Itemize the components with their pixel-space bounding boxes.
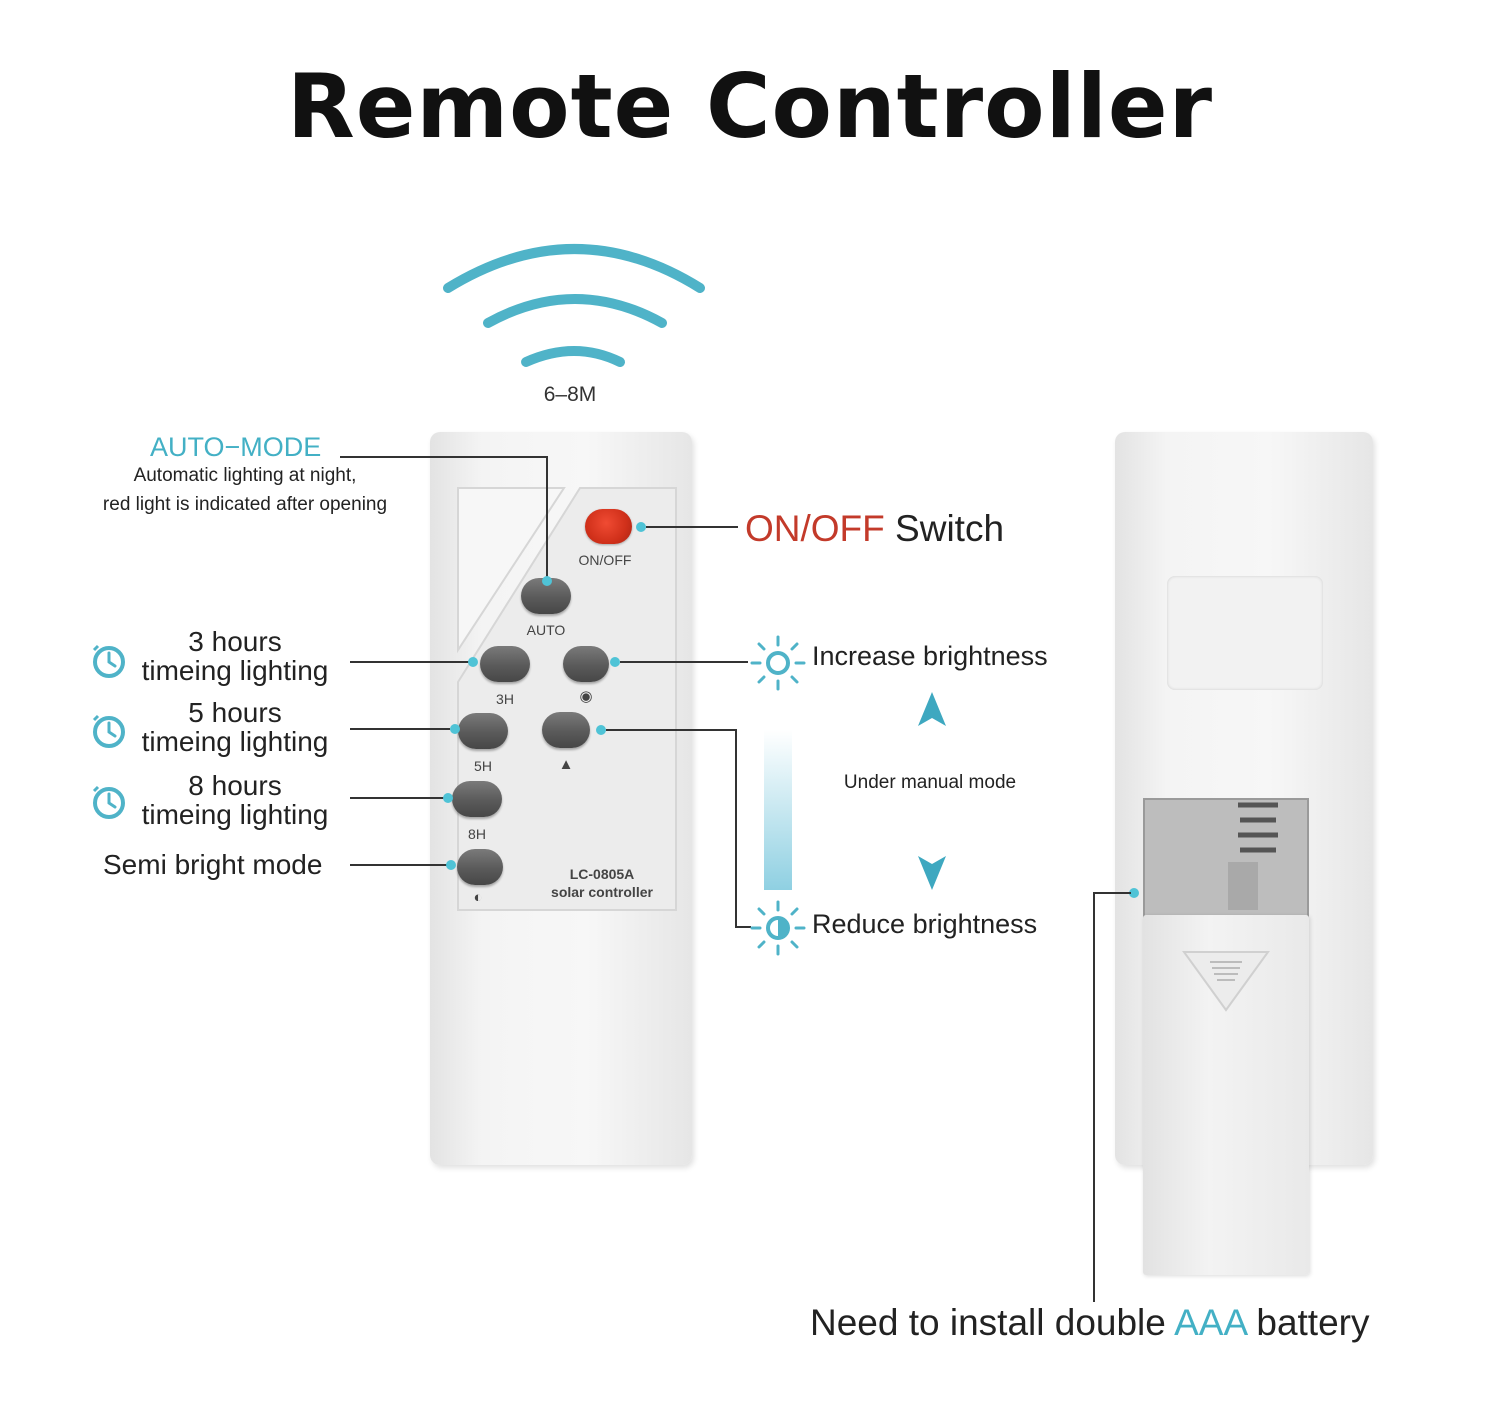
- sun-half-icon: [750, 900, 806, 956]
- 3h-label-1: 3 hours: [188, 626, 282, 657]
- 3h-leader-dot: [468, 657, 478, 667]
- increase-brightness-label: Increase brightness: [812, 641, 1048, 671]
- manual-mode-label: Under manual mode: [843, 772, 1017, 793]
- 5h-leader-dot: [450, 724, 460, 734]
- 8h-leader-dot: [443, 793, 453, 803]
- auto-mode-title-text: AUTO−MODE: [150, 432, 322, 462]
- remote-face-panel: [457, 487, 677, 911]
- arrow-up-icon: [918, 692, 946, 726]
- battery-leader-v: [1093, 892, 1095, 1302]
- 8h-label-2: timeing lighting: [141, 799, 329, 830]
- onoff-label-red: ON/OFF: [745, 508, 885, 549]
- 5h-leader: [350, 728, 450, 730]
- reduce-leader-dot: [596, 725, 606, 735]
- back-label-recess: [1167, 576, 1323, 690]
- semi-bright-label: Semi bright mode: [103, 849, 323, 880]
- reduce-brightness-label: Reduce brightness: [812, 909, 1038, 939]
- battery-label: Need to install double AAA battery: [810, 1302, 1370, 1344]
- auto-mode-desc-1: Automatic lighting at night,: [133, 465, 357, 486]
- 3h-label-2: timeing lighting: [141, 655, 329, 686]
- 8h-leader: [350, 797, 444, 799]
- 5h-button[interactable]: [458, 713, 508, 749]
- onoff-label-rest: Switch: [884, 508, 1005, 549]
- onoff-leader: [646, 526, 738, 528]
- bright-symbol-icon: ◉: [579, 688, 593, 705]
- reduce-leader-h2: [735, 926, 751, 928]
- onoff-switch-label: ON/OFF Switch: [745, 508, 1004, 550]
- battery-label-aaa: AAA: [1174, 1302, 1247, 1343]
- wireless-signal-icon: [443, 244, 705, 367]
- battery-label-3: battery: [1246, 1302, 1370, 1343]
- auto-mode-title: AUTO−MODE: [150, 432, 321, 463]
- model-subtitle: solar controller: [551, 884, 653, 900]
- reduce-leader-v: [735, 729, 737, 927]
- 8h-button-label: 8H: [468, 826, 486, 842]
- semi-leader: [350, 864, 448, 866]
- model-name: LC-0805A: [569, 866, 635, 882]
- auto-leader-v: [546, 456, 548, 580]
- 3h-button-label: 3H: [496, 691, 514, 707]
- semi-symbol-icon: ◐: [473, 889, 483, 906]
- onoff-button[interactable]: [585, 509, 632, 544]
- reduce-brightness-button[interactable]: [542, 712, 590, 748]
- auto-button-label: AUTO: [526, 622, 566, 638]
- cover-grip-icon: [1182, 951, 1270, 1012]
- range-label: 6–8M: [543, 383, 597, 406]
- reduce-leader-h1: [606, 729, 736, 731]
- increase-leader: [620, 661, 748, 663]
- semi-leader-dot: [446, 860, 456, 870]
- increase-brightness-button[interactable]: [563, 646, 609, 682]
- 8h-button[interactable]: [452, 781, 502, 817]
- 8h-label-1: 8 hours: [188, 770, 282, 801]
- increase-leader-dot: [610, 657, 620, 667]
- onoff-button-label: ON/OFF: [578, 552, 632, 568]
- timer-icon: [92, 785, 125, 819]
- page-title: Remote Controller: [286, 55, 1213, 158]
- timer-icon: [92, 644, 125, 678]
- 5h-button-label: 5H: [474, 758, 492, 774]
- auto-leader-dot: [542, 576, 552, 586]
- onoff-leader-dot: [636, 522, 646, 532]
- 5h-label-2: timeing lighting: [141, 726, 329, 757]
- battery-spring-icon: [1228, 802, 1278, 910]
- brightness-gradient-bar: [764, 730, 792, 890]
- 5h-label-1: 5 hours: [188, 697, 282, 728]
- 3h-leader: [350, 661, 470, 663]
- arrow-down-icon: [918, 856, 946, 890]
- battery-leader-dot: [1129, 888, 1139, 898]
- sun-icon: [750, 635, 806, 691]
- auto-mode-desc-2: red light is indicated after opening: [102, 494, 388, 515]
- timer-icon: [92, 714, 125, 748]
- auto-leader-h: [340, 456, 547, 458]
- battery-label-1: Need to install double: [810, 1302, 1175, 1343]
- semi-bright-button[interactable]: [457, 849, 503, 885]
- 3h-button[interactable]: [480, 646, 530, 682]
- dim-symbol-icon: ▲: [558, 756, 574, 773]
- battery-leader-h: [1093, 892, 1131, 894]
